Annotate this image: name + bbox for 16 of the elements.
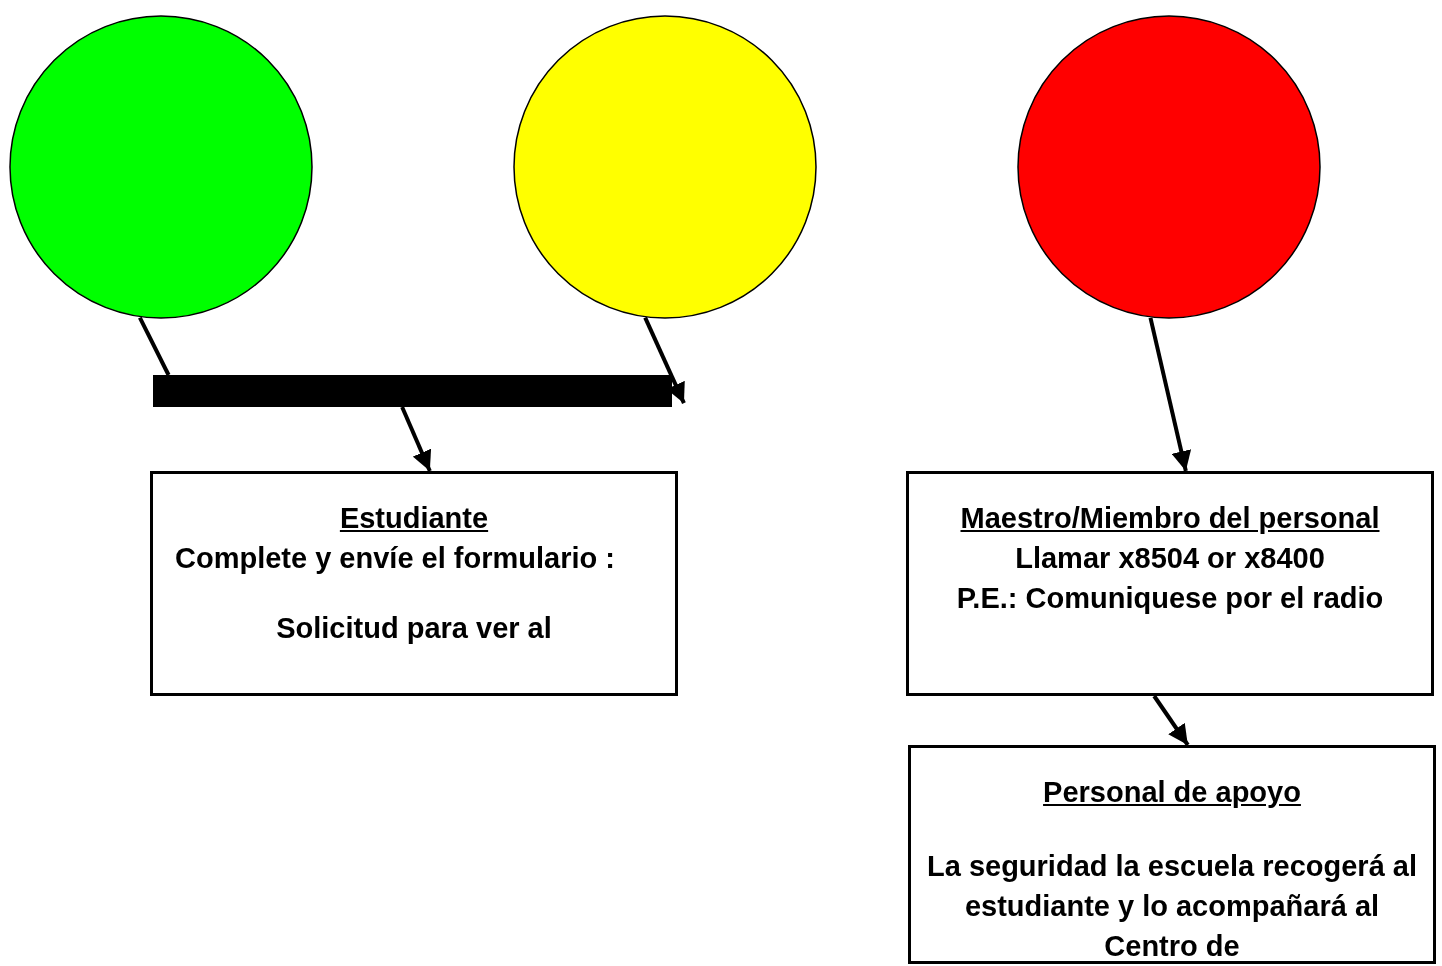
instruction-text: Llamar x8504 or x8400	[1014, 541, 1326, 576]
process-box	[906, 471, 1434, 696]
instruction-text: Solicitud para ver al	[275, 611, 553, 646]
box-heading: Estudiante	[338, 501, 490, 536]
arrow	[400, 406, 432, 472]
box-heading: Personal de apoyo	[1042, 775, 1302, 810]
process-box	[908, 745, 1436, 964]
arrow	[1148, 317, 1192, 472]
instruction-text: Complete y envíe el formulario :	[174, 541, 616, 576]
box-heading: Maestro/Miembro del personal	[959, 501, 1381, 536]
connector-line	[138, 316, 171, 376]
arrow	[1152, 694, 1190, 747]
process-box	[150, 471, 678, 696]
instruction-text: La seguridad la escuela recogerá al estudiante y lo acompañará al Centro de	[926, 849, 1418, 964]
arrow	[643, 316, 686, 404]
instruction-text: P.E.: Comuniquese por el radio	[955, 581, 1385, 616]
